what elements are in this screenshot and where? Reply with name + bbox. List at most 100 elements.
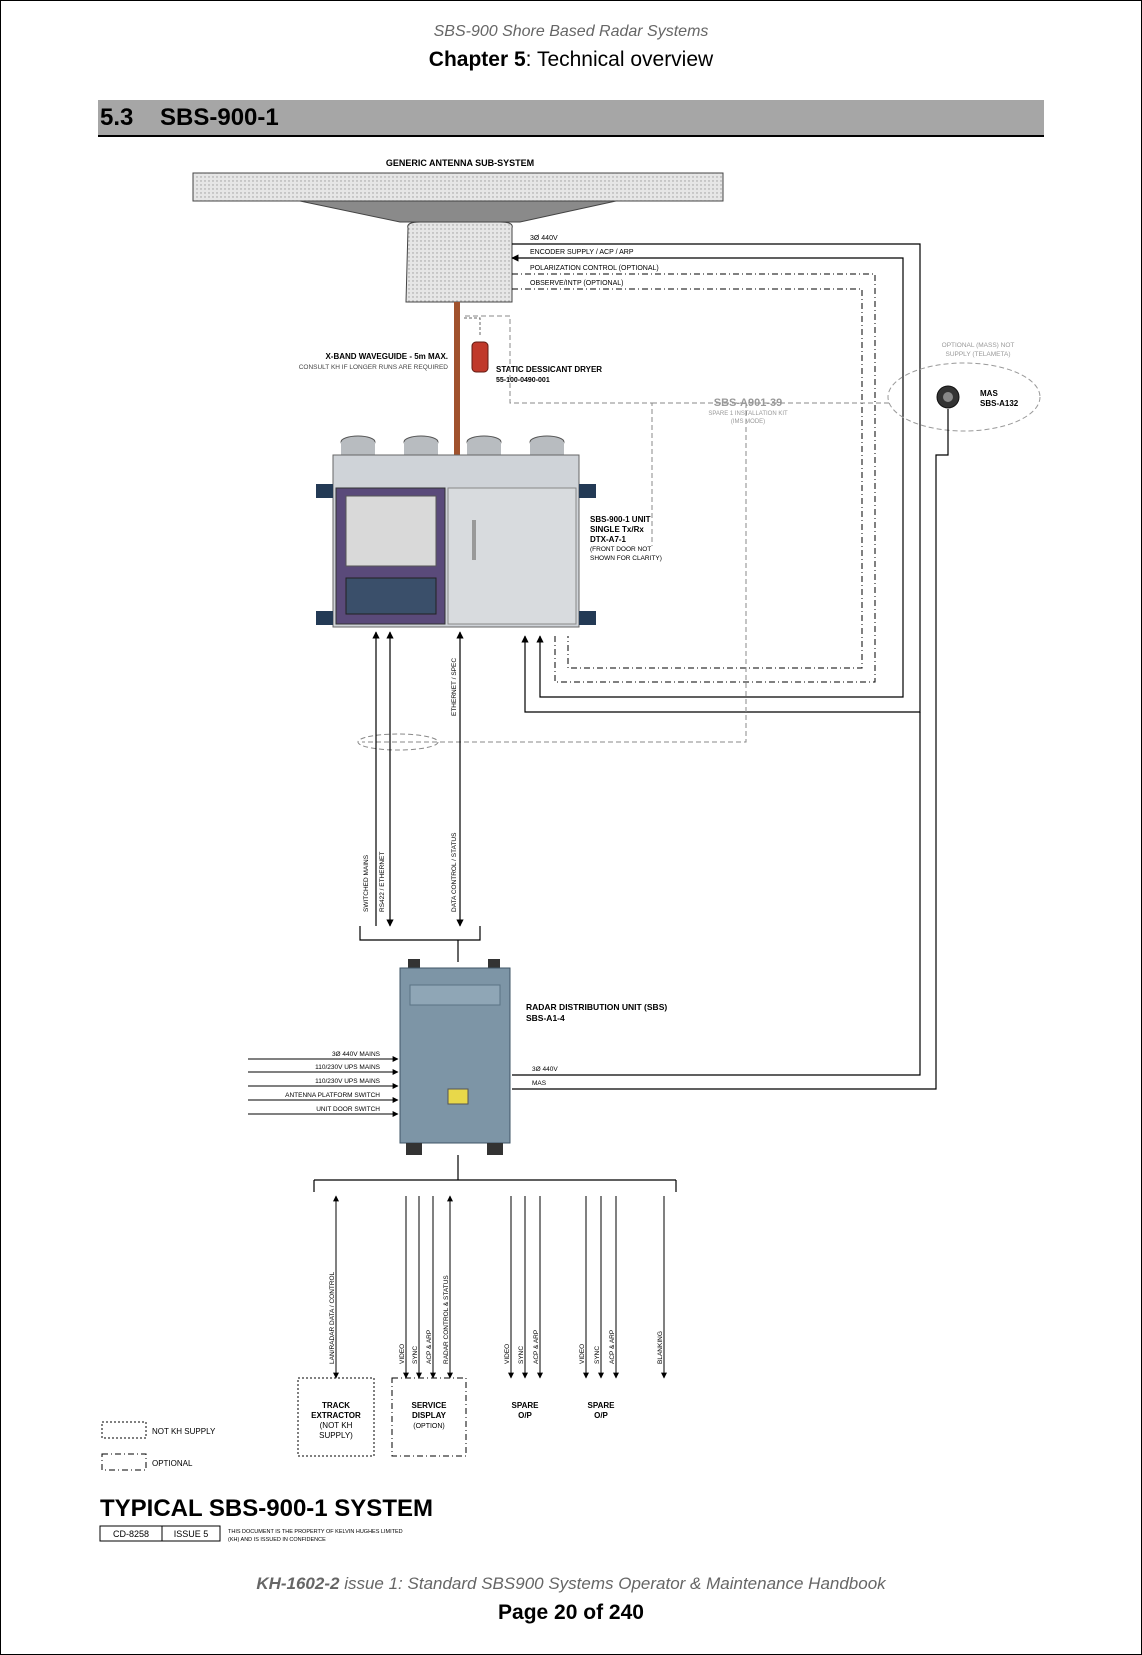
output-label: ACP & ARP [426,1330,433,1364]
rdu-mas-out [512,409,949,1090]
transceiver-unit [316,435,596,628]
legend-label-optional: OPTIONAL [152,1459,193,1468]
output-label: ACP & ARP [533,1330,540,1364]
mas-sensor-face [943,392,953,402]
rdu-right-label-1: 3Ø 440V [532,1066,558,1073]
unit-line-3: DTX-A7-1 [590,535,627,544]
spare-output-b-line-1: SPARE [588,1401,616,1410]
chapter-title: Technical overview [536,48,714,71]
spare-output-a-line-2: O/P [518,1411,532,1420]
antenna-pedestal [405,221,513,303]
legend-label-not-supply: NOT KH SUPPLY [152,1427,216,1436]
cable-encoder [511,254,904,698]
doc-code: KH-1602-2 [256,1574,340,1593]
output-label: VIDEO [504,1344,511,1364]
drawing-number: CD-8258 [113,1529,149,1539]
running-header-chapter: Chapter 5: Technical overview [0,48,1142,72]
track-extractor-line-3: (NOT KH [320,1421,353,1430]
antenna-cable-label: POLARIZATION CONTROL (OPTIONAL) [530,265,659,272]
output-label: BLANKING [657,1331,664,1364]
rdu-input-label: 3Ø 440V MAINS [332,1051,381,1058]
service-display-line-1: SERVICE [412,1401,448,1410]
link-label-ethernet: ETHERNET / SPEC [451,658,458,716]
spare-output-a-line-1: SPARE [512,1401,540,1410]
rdu-3ph-out [512,712,921,1076]
chapter-separator: : [525,48,537,71]
drawing-issue-box [161,1525,221,1542]
dryer-title: STATIC DESSICANT DRYER [496,365,602,374]
dryer-line [464,317,481,336]
cable-polarization [512,273,876,683]
service-display-box [391,1377,467,1457]
track-extractor-box [297,1377,375,1457]
link-label-switched-mains: SWITCHED MAINS [363,854,370,912]
rdu-input-label: 110/230V UPS MAINS [315,1078,381,1085]
section-number: 5.3 [100,104,134,131]
rdu-part: SBS-A1-4 [526,1013,565,1023]
link-label-data-control: DATA CONTROL / STATUS [451,832,458,912]
mas-optional-ellipse [887,362,1041,432]
link-bundle-ellipse [357,733,439,751]
rdu-right-label-2: MAS [532,1080,547,1087]
cable-observe [512,288,863,669]
unit-note-1: (FRONT DOOR NOT [590,546,651,553]
running-header-title: SBS-900 Shore Based Radar Systems [433,23,709,40]
rdu-input-label: UNIT DOOR SWITCH [316,1106,380,1113]
track-extractor-line-2: EXTRACTOR [311,1411,361,1420]
chapter-label: Chapter 5 [428,48,526,71]
rdu-title: RADAR DISTRIBUTION UNIT (SBS) [526,1002,667,1012]
antenna-mount [299,200,617,223]
mas-title: MAS [980,389,998,398]
antenna-cable-label: ENCODER SUPPLY / ACP / ARP [530,249,634,256]
copyright-line-1: THIS DOCUMENT IS THE PROPERTY OF KELVIN … [228,1529,403,1535]
waveguide-note: CONSULT KH IF LONGER RUNS ARE REQUIRED [299,364,449,371]
mas-part: SBS-A132 [980,399,1019,408]
drawing-issue: ISSUE 5 [174,1529,209,1539]
antenna-cable-label: 3Ø 440V [530,235,558,242]
spare-output-b-line-2: O/P [594,1411,608,1420]
link-label-rs422: RS422 / ETHERNET [379,852,386,912]
system-title: TYPICAL SBS-900-1 SYSTEM [100,1495,433,1522]
page-number: Page 20 of 240 [498,1601,644,1624]
link-bracket [359,926,481,941]
doc-description: issue 1: Standard SBS900 Systems Operato… [339,1574,886,1593]
cable-part: SBS-A901-39 [714,397,782,409]
service-display-line-2: DISPLAY [412,1411,447,1420]
dryer-optional-path [465,315,653,546]
mas-optional-note-1: OPTIONAL (MASS) NOT [942,342,1015,349]
cable-note-1: SPARE 1 INSTALLATION KIT [708,411,788,417]
unit-to-link-dashed [362,403,747,743]
waveguide [454,302,460,466]
antenna-cable-label: OBSERVE/INTP (OPTIONAL) [530,280,624,287]
rdu-input-label: 110/230V UPS MAINS [315,1064,381,1071]
running-footer-handbook: KH-1602-2 issue 1: Standard SBS900 Syste… [0,1574,1142,1594]
output-label: SYNC [412,1346,419,1364]
copyright-line-2: (KH) AND IS ISSUED IN CONFIDENCE [228,1537,326,1543]
output-label: ACP & ARP [609,1330,616,1364]
output-label: VIDEO [399,1344,406,1364]
antenna-array [192,172,724,202]
unit-title: SBS-900-1 UNIT [590,515,651,524]
unit-line-2: SINGLE Tx/Rx [590,525,644,534]
output-label: SYNC [518,1346,525,1364]
radar-distribution-unit [399,959,511,1155]
antenna-label: GENERIC ANTENNA SUB-SYSTEM [386,158,534,168]
track-extractor-line-4: SUPPLY) [319,1431,353,1440]
section-heading: 5.3 SBS-900-1 [98,100,1044,137]
mas-optional-note-2: SUPPLY (TELAMETA) [945,351,1010,358]
output-label: SYNC [594,1346,601,1364]
legend-swatch-optional [101,1453,147,1471]
output-label: LAN/RADAR DATA / CONTROL [329,1271,336,1364]
unit-note-2: SHOWN FOR CLARITY) [590,555,662,562]
output-label: RADAR CONTROL & STATUS [443,1275,450,1364]
service-display-line-3: (OPTION) [413,1423,445,1430]
waveguide-title: X-BAND WAVEGUIDE - 5m MAX. [325,352,448,361]
rdu-input-label: ANTENNA PLATFORM SWITCH [285,1092,380,1099]
section-title: SBS-900-1 [160,104,279,131]
dryer [471,341,489,373]
dryer-part: 55-100-0490-001 [496,377,550,384]
legend-swatch-not-supply [101,1421,147,1439]
cable-note-2: (IMS MODE) [731,419,765,425]
output-label: VIDEO [579,1344,586,1364]
